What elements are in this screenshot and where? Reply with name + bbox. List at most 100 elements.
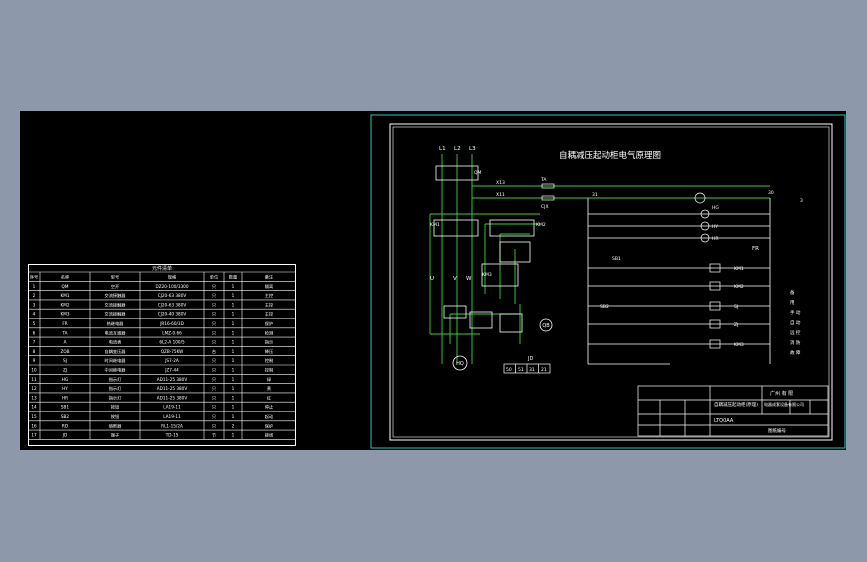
phase-label-l2: L2 — [454, 146, 461, 152]
bom-cell: A — [64, 340, 67, 345]
bom-cell: 只 — [212, 368, 216, 374]
bom-cell: 主控 — [265, 292, 274, 299]
label-sb2: SB2 — [600, 304, 609, 310]
bom-header-cell: 备注 — [265, 274, 274, 281]
bom-cell: SB1 — [61, 405, 70, 410]
bom-cell: RD — [62, 423, 68, 428]
bom-header-cell: 规格 — [168, 274, 177, 281]
meter-label-v: V — [453, 276, 457, 282]
bom-cell: 1 — [232, 312, 235, 317]
bom-cell: QZB-75KW — [161, 349, 184, 354]
bom-cell: 1 — [232, 340, 235, 345]
bom-cell: ZOB — [60, 349, 69, 354]
lamp-hg — [700, 209, 710, 219]
bom-cell: 空开 — [111, 283, 119, 290]
main-switch-qm — [435, 165, 479, 181]
bom-cell: 中间继电器 — [105, 367, 127, 374]
bom-cell: 15 — [31, 414, 37, 419]
coil-km1: KM1 — [734, 266, 744, 272]
fuse-rd2 — [541, 183, 555, 189]
schematic-panel: 自耦减压起动柜电气原理图 L1 L2 L3 — [370, 114, 846, 450]
wire-x13: X13 — [496, 180, 505, 186]
bom-cell: CJ20-63 380V — [158, 302, 187, 307]
bom-cell: 1 — [232, 358, 235, 363]
bom-cell: 降压 — [265, 348, 273, 355]
drawing-no: LTQ0AA — [714, 418, 734, 424]
ammeter-label: QB — [542, 323, 550, 329]
autotransformer-qb — [499, 241, 531, 263]
legend-3: 自 动 — [790, 319, 801, 326]
bom-cell: 只 — [212, 302, 216, 308]
bom-cell: QM — [62, 284, 69, 289]
bom-cell: 2 — [33, 293, 36, 298]
bom-cell: 保护 — [265, 320, 273, 327]
bom-cell: TA — [61, 330, 67, 335]
bom-cell: 只 — [212, 395, 216, 401]
bom-cell: AD11-25 380V — [157, 377, 188, 382]
bom-cell: 只 — [212, 293, 216, 299]
bom-cell: 电流表 — [109, 339, 122, 346]
bom-header-cell: 序号 — [30, 274, 38, 281]
bom-cell: 交流接触器 — [105, 311, 127, 318]
bom-cell: 只 — [212, 414, 216, 420]
lamp-v — [694, 192, 706, 204]
bom-cell: HR — [62, 395, 68, 400]
lamp-hy — [700, 221, 710, 231]
label-hg: HG — [712, 205, 719, 211]
label-km2: KM2 — [536, 222, 546, 228]
bom-cell: TD-15 — [165, 433, 179, 438]
bom-cell: AD11-25 380V — [157, 395, 188, 400]
bom-cell: 7 — [33, 340, 36, 345]
bom-cell: 按钮 — [111, 413, 119, 420]
bom-cell: 台 — [212, 348, 216, 355]
bom-cell: 1 — [232, 302, 235, 307]
bom-cell: 1 — [232, 368, 235, 373]
bom-cell: SB2 — [61, 414, 70, 419]
legend-4: 远 控 — [790, 329, 801, 336]
bom-cell: 按钮 — [111, 404, 119, 411]
drawing-sheet — [20, 111, 846, 450]
bom-cell: 1 — [232, 433, 235, 438]
bom-cell: 1 — [232, 321, 235, 326]
bom-cell: 1 — [232, 349, 235, 354]
bom-cell: 只 — [212, 405, 216, 411]
fuse-rd1 — [541, 195, 555, 201]
bom-cell: HG — [62, 377, 68, 382]
label-rd2: TA — [540, 177, 547, 183]
bom-cell: LA19-11 — [163, 414, 181, 419]
bom-cell: FR — [62, 321, 67, 326]
bom-cell: 8 — [33, 349, 36, 354]
terminal-31: 31 — [529, 367, 535, 373]
bom-cell: 热继电器 — [107, 320, 125, 327]
company-line2: 电器成套设备有限公司 — [764, 401, 804, 407]
terminal-caption: JD — [527, 356, 533, 362]
bom-cell: KM2 — [60, 302, 69, 307]
wire-31: 31 — [592, 192, 598, 198]
bom-header-cell: 单位 — [210, 274, 218, 281]
bom-cell: 12 — [31, 386, 37, 391]
legend-5: 消 防 — [790, 339, 801, 346]
bom-cell: 保护 — [265, 422, 273, 429]
bom-cell: AD11-25 380V — [157, 386, 188, 391]
ammeter-a — [539, 318, 553, 332]
bom-cell: 黄 — [267, 385, 271, 392]
bom-cell: ZJ — [63, 368, 67, 373]
schematic-graphic: 自耦减压起动柜电气原理图 L1 L2 L3 — [370, 114, 846, 449]
bom-cell: CJ20-63 380V — [158, 293, 187, 298]
bom-cell: 时间继电器 — [105, 357, 127, 364]
terminal-21: 21 — [541, 367, 547, 373]
legend-0: 备 — [790, 289, 795, 296]
bom-cell: 只 — [212, 358, 216, 364]
bom-cell: 电流互感器 — [105, 329, 127, 336]
bom-cell: 检测 — [265, 329, 273, 336]
label-km3: KM3 — [482, 272, 492, 278]
bom-cell: JD — [62, 433, 67, 438]
contactor-km3 — [481, 263, 519, 287]
bom-cell: 起动 — [265, 413, 273, 420]
relay-coils — [709, 263, 721, 349]
company-line1: 广州 有 限 — [770, 390, 793, 397]
bom-cell: 隔离 — [265, 283, 273, 290]
phase-label-l3: L3 — [469, 146, 476, 152]
drawing-title: 自耦减压起动柜电气原理图 — [559, 150, 661, 161]
